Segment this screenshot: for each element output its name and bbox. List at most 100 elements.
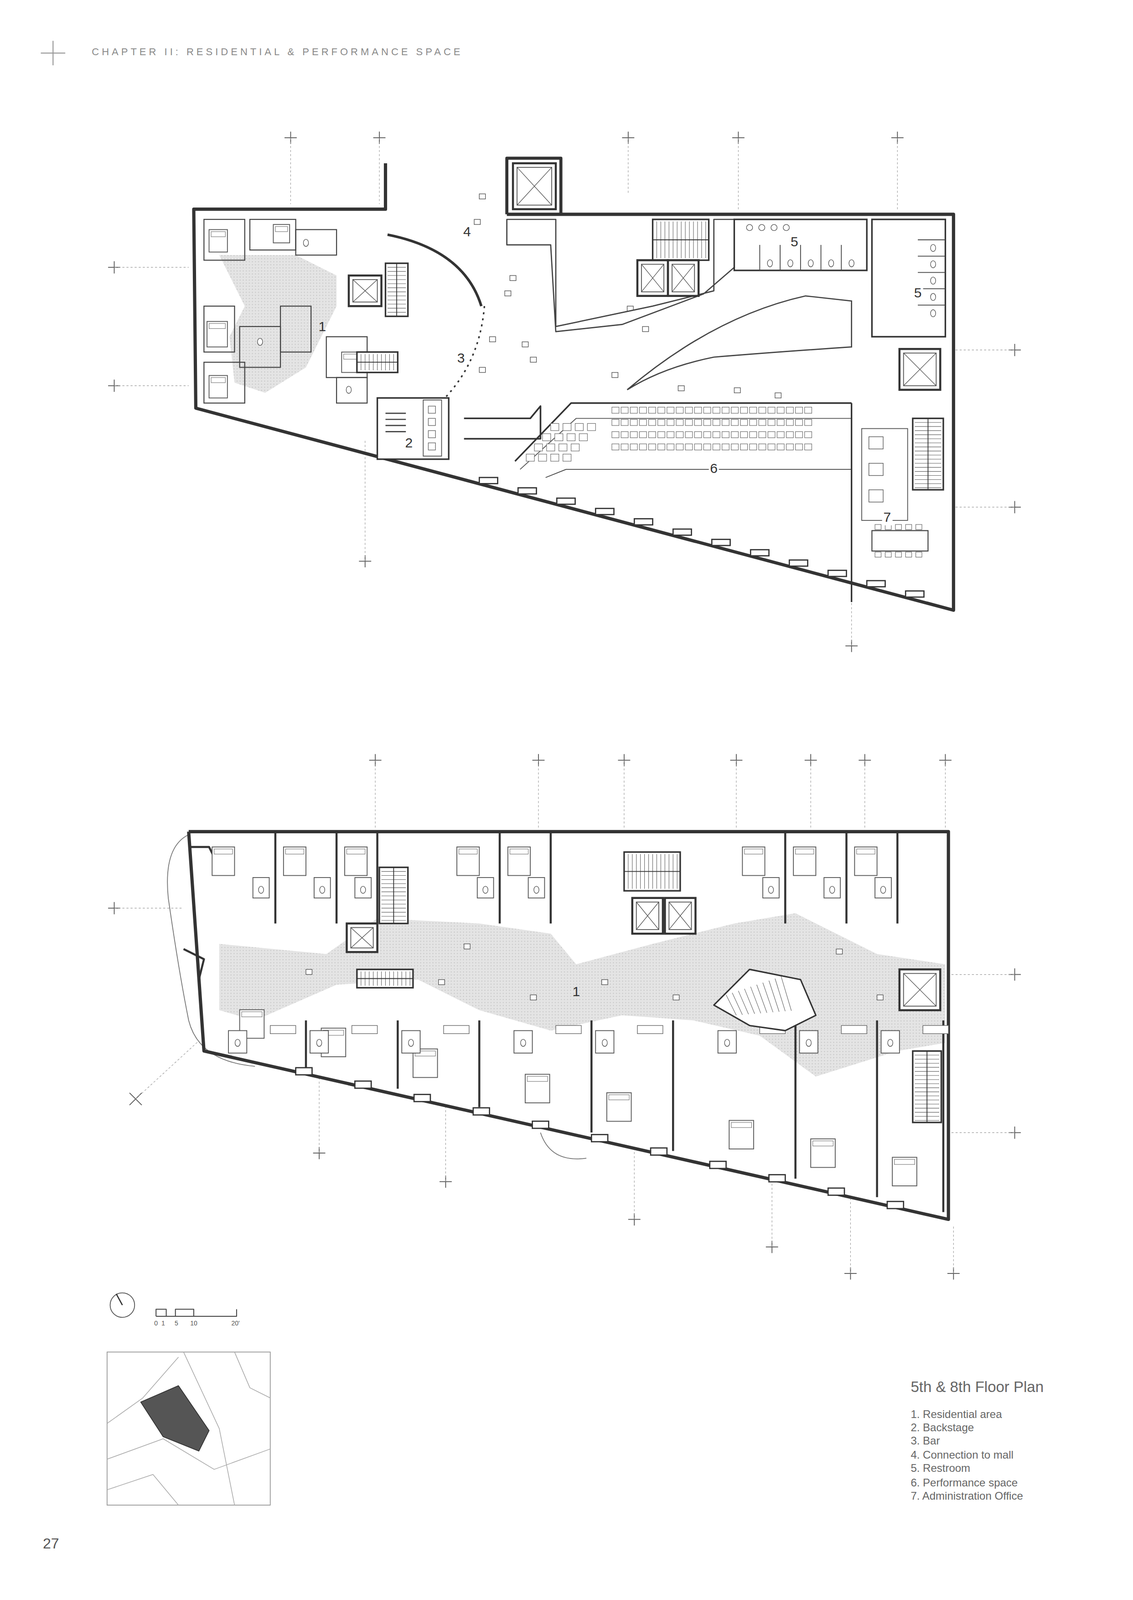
elevator-cross [641,263,664,292]
stair-tread [762,982,773,1012]
kitchen-counter [270,1024,296,1034]
cafe-table [522,341,528,347]
seat [731,419,739,426]
cafe-table [479,193,486,199]
elevator-cross [668,901,692,930]
seat [667,419,675,426]
bed [854,846,877,876]
bed [793,846,816,876]
seat [542,433,551,441]
seat [648,407,657,414]
callout-number: 2 [403,434,415,451]
seat [630,419,638,426]
legend-item: 4. Connection to mall [910,1448,1014,1461]
north-needle [116,1293,123,1305]
callout-number: 1 [572,983,580,1000]
scale-number: 1 [161,1319,166,1327]
legend-item: 5. Restroom [910,1461,971,1475]
toilet [848,259,854,267]
room-outline [203,305,235,352]
grid-line [953,1224,954,1273]
toilet [930,309,936,317]
grid-line [634,1147,635,1220]
bed [206,321,228,347]
pillow [795,848,814,854]
site-map-street [234,1351,270,1398]
grid-line [114,385,189,386]
bathroom [253,877,270,898]
seat [758,431,766,438]
unit-wall [376,831,378,923]
facade-fin [591,1134,608,1142]
chair [428,405,436,414]
north-compass [110,1292,135,1318]
stall-wall [917,239,946,241]
unit-wall [335,831,338,923]
elevator-shaft [664,897,696,934]
unit-wall [896,831,899,923]
unit-wall [396,1019,399,1089]
seat [563,423,572,431]
seat [749,419,757,426]
corridor-floor [219,912,946,1077]
seat [740,419,748,426]
pillow [812,1140,834,1146]
seat [639,443,647,450]
seat [685,431,693,438]
chair [895,524,902,530]
seat [740,431,748,438]
toilet [346,386,352,394]
seat [703,407,711,414]
bed [212,846,235,876]
cafe-table [677,385,684,391]
header-cross [52,40,54,66]
toilet [880,885,886,894]
room-outline [295,229,337,255]
seating-edge [515,403,852,462]
elevator-cross [517,167,552,206]
grid-line [810,760,812,829]
toilet [808,259,814,267]
toilet [602,1039,608,1047]
facade-fin [905,590,924,597]
seat [526,454,535,462]
stall-wall [820,244,822,271]
room-outline [203,362,245,403]
chair [905,524,912,530]
unit-wall [845,831,848,923]
bathroom [718,1030,737,1053]
seat [639,419,647,426]
elevator-cross [903,352,937,386]
seat [776,443,785,450]
pillow [894,1158,916,1165]
pillow [509,848,528,854]
bathroom [823,877,841,898]
seat [795,419,803,426]
legend-item: 2. Backstage [910,1420,974,1434]
pillow [211,377,226,383]
legend-item: 7. Administration Office [910,1489,1023,1502]
unit-wall [305,1019,307,1068]
kitchen-counter [351,1024,378,1034]
seat [703,419,711,426]
kitchen-counter [555,1024,582,1034]
seat [667,431,675,438]
unit-wall [478,1019,481,1107]
elevator-car [903,972,937,1006]
facade-fin [517,487,537,494]
pillow [856,848,875,854]
callout-number: 3 [455,350,467,367]
stair-outline [624,851,681,891]
facade-fin [866,580,885,587]
seat [630,407,638,414]
seat [767,419,776,426]
bed [729,1119,754,1149]
grid-line [623,760,625,829]
seat [749,407,757,414]
toilet [235,1039,241,1047]
restroom [871,219,946,337]
bench [423,399,442,456]
seat [776,431,785,438]
seat [758,407,766,414]
seat [786,443,794,450]
